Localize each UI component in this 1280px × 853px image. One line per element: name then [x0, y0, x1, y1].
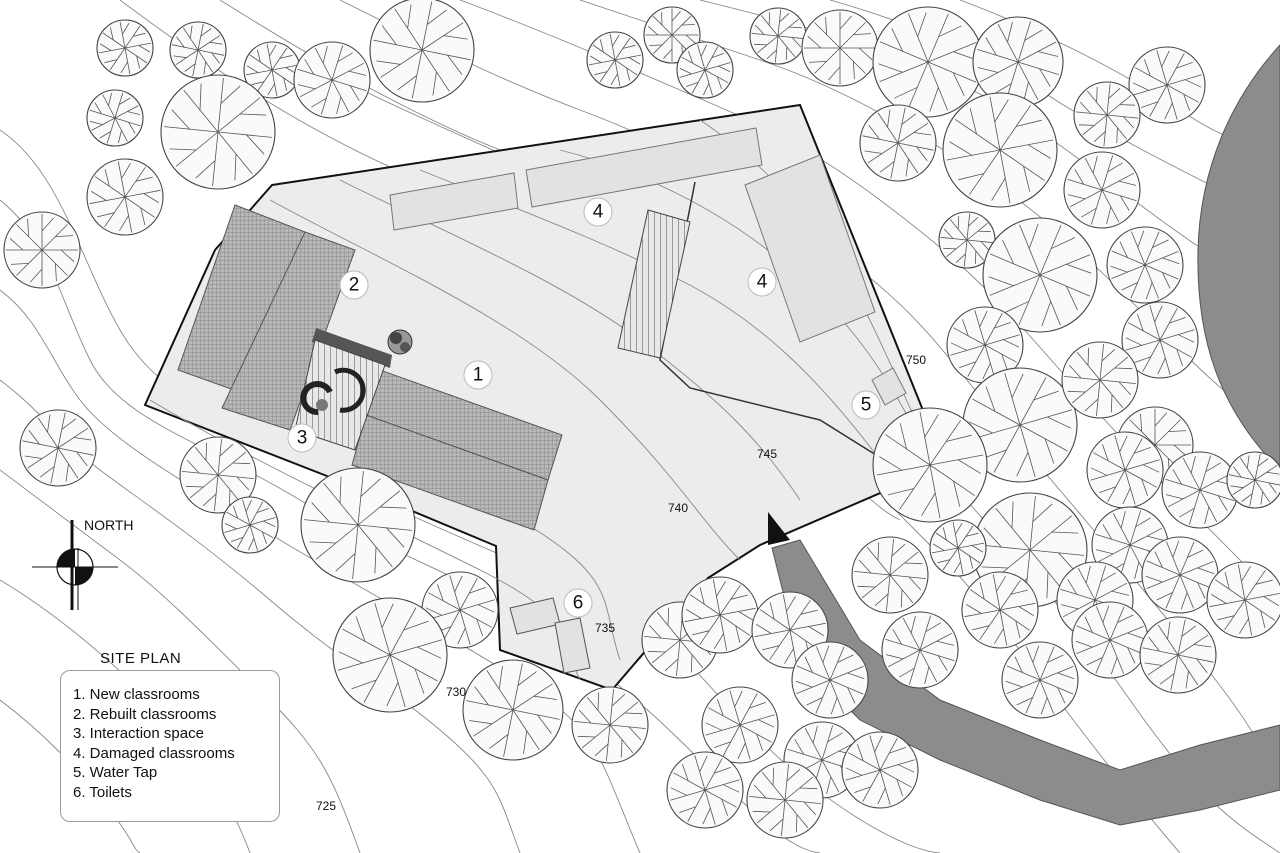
elevation-label: 730 — [446, 685, 466, 699]
tree — [1206, 561, 1280, 639]
tree — [982, 217, 1098, 333]
tree — [942, 92, 1058, 208]
marker-number: 3 — [297, 428, 308, 449]
number-marker: 1 — [463, 360, 493, 390]
tree — [1106, 226, 1184, 304]
elevation-label: 735 — [595, 621, 615, 635]
tree — [586, 31, 644, 89]
legend-item: 5. Water Tap — [73, 764, 158, 782]
tree — [300, 467, 416, 583]
tree — [86, 89, 144, 147]
tree — [169, 21, 227, 79]
elevation-label: 725 — [316, 799, 336, 813]
north-arrow-icon — [32, 520, 118, 610]
tree — [872, 6, 984, 118]
tree — [1121, 301, 1199, 379]
number-markers: 1 2 3 4 4 5 6 — [287, 197, 881, 618]
tree — [86, 158, 164, 236]
marker-number: 5 — [861, 395, 872, 416]
marker-number: 4 — [593, 202, 604, 223]
tree — [1063, 151, 1141, 229]
legend-item: 2. Rebuilt classrooms — [73, 705, 217, 723]
dark-area — [1197, 44, 1280, 471]
trees — [3, 0, 1280, 839]
tree — [1061, 341, 1139, 419]
tree — [3, 211, 81, 289]
water-tap — [871, 367, 907, 406]
tree — [369, 0, 475, 103]
tree — [666, 751, 744, 829]
tree — [1226, 451, 1280, 509]
number-marker: 5 — [851, 390, 881, 420]
tree — [1141, 536, 1219, 614]
tree — [962, 367, 1078, 483]
number-marker: 4 — [747, 267, 777, 297]
elevation-labels: 750 745 740 735 730 725 — [316, 353, 926, 813]
tree — [791, 641, 869, 719]
legend-item: 4. Damaged classrooms — [73, 744, 235, 762]
tree — [961, 571, 1039, 649]
tree — [1001, 641, 1079, 719]
new-classroom-roofs — [312, 328, 563, 531]
tree — [749, 7, 807, 65]
number-marker: 3 — [287, 423, 317, 453]
tree — [972, 16, 1064, 108]
toilet-blocks — [509, 597, 591, 674]
tree — [851, 536, 929, 614]
elevation-label: 740 — [668, 501, 688, 515]
tree — [946, 306, 1024, 384]
tree — [1139, 616, 1217, 694]
tree — [221, 496, 279, 554]
tree — [859, 104, 937, 182]
damaged-classroom-buildings — [389, 127, 876, 343]
tree — [332, 597, 448, 713]
number-marker: 2 — [339, 270, 369, 300]
steps — [617, 209, 691, 359]
legend-list: 1. New classrooms 2. Rebuilt classrooms … — [61, 671, 279, 803]
interaction-space — [294, 339, 386, 451]
tree — [929, 519, 987, 577]
marker-number: 1 — [473, 365, 484, 386]
tree — [1161, 451, 1239, 529]
tree — [701, 686, 779, 764]
legend-box: 1. New classrooms 2. Rebuilt classrooms … — [60, 670, 280, 822]
courtyard-tree — [387, 329, 413, 355]
legend-item: 3. Interaction space — [73, 725, 204, 743]
legend-title: SITE PLAN — [100, 650, 182, 667]
marker-number: 2 — [349, 275, 360, 296]
tree — [801, 9, 879, 87]
legend-item: 6. Toilets — [73, 783, 132, 801]
tree — [1073, 81, 1141, 149]
tree — [179, 436, 257, 514]
tree — [160, 74, 276, 190]
number-marker: 6 — [563, 588, 593, 618]
tree — [676, 41, 734, 99]
tree — [462, 659, 564, 761]
tree — [1128, 46, 1206, 124]
tree — [1086, 431, 1164, 509]
tree — [96, 19, 154, 77]
elevation-label: 745 — [757, 447, 777, 461]
tree — [19, 409, 97, 487]
number-marker: 4 — [583, 197, 613, 227]
tree — [243, 41, 301, 99]
marker-number: 4 — [757, 272, 768, 293]
marker-number: 6 — [573, 593, 584, 614]
tree — [872, 407, 988, 523]
elevation-label: 750 — [906, 353, 926, 367]
tree — [1071, 601, 1149, 679]
tree — [293, 41, 371, 119]
legend-item: 1. New classrooms — [73, 686, 200, 703]
tree — [746, 761, 824, 839]
tree — [571, 686, 649, 764]
north-label: NORTH — [84, 517, 134, 533]
tree — [881, 611, 959, 689]
entrance-arrow — [768, 512, 790, 545]
tree — [841, 731, 919, 809]
tree — [681, 576, 759, 654]
